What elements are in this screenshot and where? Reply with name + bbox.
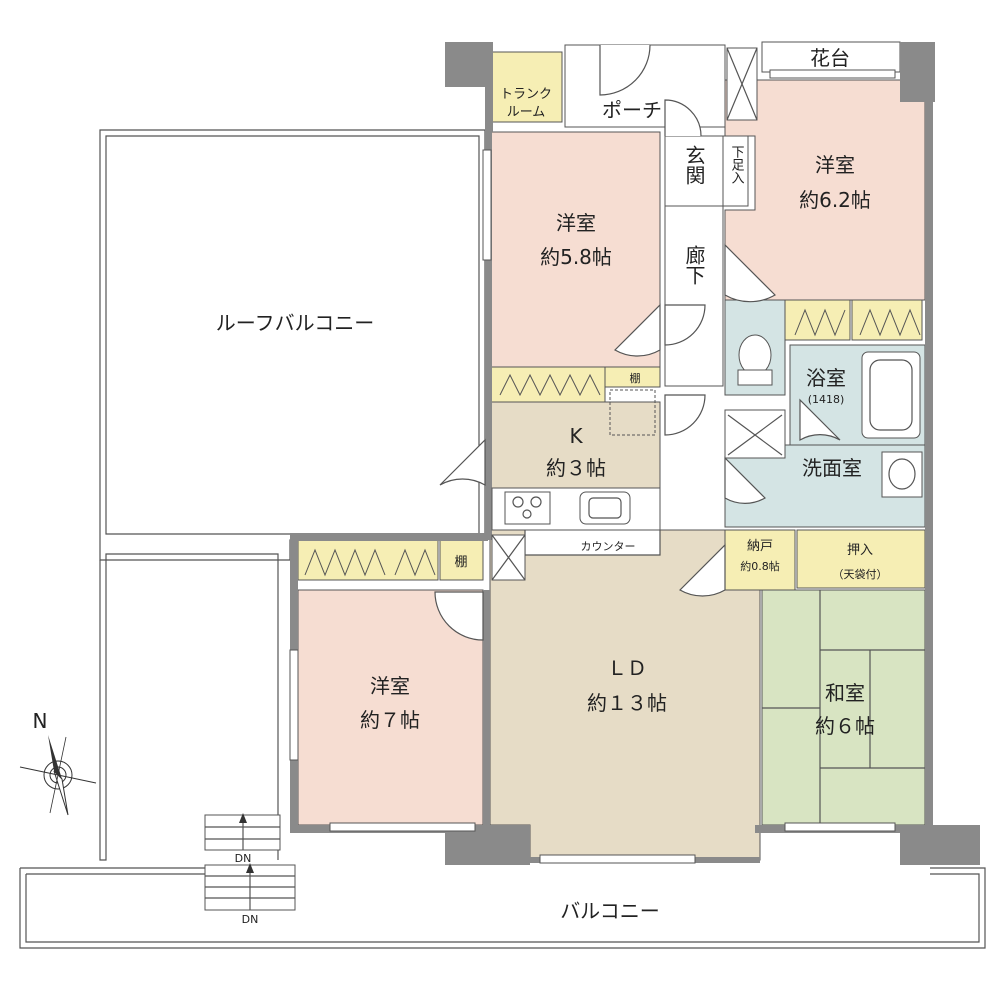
japanese-room-name: 和室 [825, 681, 865, 705]
entrance-door[interactable] [599, 44, 702, 137]
living-dining-size: 約１３帖 [587, 691, 667, 715]
flower-bed-label: 花台 [810, 46, 850, 70]
japanese-room-fill [761, 589, 926, 826]
laundry-pan-icon [727, 414, 783, 456]
stairs-upper [204, 813, 281, 851]
corridor-label: 廊下 [682, 245, 706, 285]
trunk-room-label-1: トランク [500, 87, 552, 102]
western-room-6-2-size: 約6.2帖 [799, 188, 871, 212]
shelf-lower-label: 棚 [454, 555, 467, 570]
meter-box [726, 47, 758, 121]
western-room-5-8-name: 洋室 [556, 211, 596, 235]
compass-icon [19, 735, 97, 816]
nando-size: 約0.8帖 [740, 559, 780, 573]
stairs-dn-upper: DN [235, 852, 252, 865]
nando-fill [724, 529, 796, 591]
corridor-fill [664, 205, 724, 387]
stairs-dn-lower: DN [242, 913, 259, 926]
windows [289, 69, 896, 864]
closet-upper-5-8 [489, 366, 606, 403]
living-dining-name: ＬＤ [607, 656, 647, 680]
western-room-7-size: 約７帖 [360, 708, 420, 732]
western-room-6-2-name: 洋室 [815, 153, 855, 177]
counter-label: カウンター [581, 540, 636, 553]
balcony-area [19, 867, 986, 949]
shelf-upper-fill [604, 366, 661, 388]
balcony-label: バルコニー [560, 899, 660, 923]
shelf-lower-fill [439, 539, 484, 581]
bathroom-name: 浴室 [806, 366, 846, 390]
roof-balcony-label: ルーフバルコニー [216, 311, 374, 335]
washroom-label: 洗面室 [802, 456, 862, 480]
western-room-5-8-fill [489, 131, 661, 368]
closet-note: （天袋付） [833, 567, 888, 581]
kitchen-fixtures [491, 389, 661, 581]
western-room-7-name: 洋室 [370, 674, 410, 698]
washbasin-icon [881, 451, 923, 498]
closet-fill [796, 529, 926, 589]
closet-door-marks [304, 308, 921, 577]
bathtub-icon [861, 351, 921, 439]
entrance-label: 玄関 [682, 145, 706, 185]
trunk-room-fill [489, 51, 563, 123]
japanese-room-size: 約６帖 [815, 714, 875, 738]
porch-label: ポーチ [602, 98, 662, 122]
closet-6-2-left [784, 299, 851, 341]
nando-name: 納戸 [747, 539, 773, 554]
closet-6-2-right [851, 299, 923, 341]
trunk-room-label-2: ルーム [507, 105, 546, 120]
toilet-icon [737, 334, 773, 386]
shoe-area-fill [722, 135, 749, 207]
closet-name: 押入 [847, 543, 873, 558]
room-doors[interactable] [434, 243, 841, 641]
shoe-area-label: 下足入 [729, 145, 745, 184]
kitchen-name: K [569, 424, 583, 448]
western-room-5-8-size: 約5.8帖 [540, 245, 612, 269]
bathroom-size: (1418) [808, 393, 845, 406]
stairs-lower [204, 863, 296, 911]
compass-north-label: N [33, 709, 48, 733]
kitchen-size: 約３帖 [546, 456, 606, 480]
shelf-upper-label: 棚 [630, 371, 641, 385]
